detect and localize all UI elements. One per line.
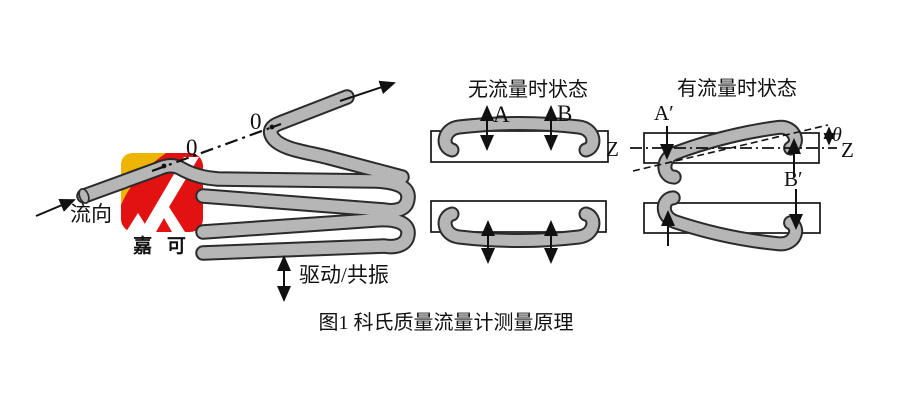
sensor-label-a-prime: A′	[654, 101, 674, 125]
logo-white-peak-large	[143, 199, 185, 232]
pivot-dot-1	[161, 163, 167, 169]
tube-end-view-bottom	[439, 208, 599, 246]
z-label-right: Z	[841, 138, 854, 162]
flow-arrow	[35, 198, 76, 217]
drive-annotation: 驱动/共振	[277, 255, 389, 302]
no-flow-title: 无流量时状态	[468, 78, 588, 101]
theta-label: θ	[832, 124, 842, 146]
axis-dashdot-line	[151, 122, 282, 173]
tube-twisted-top	[659, 121, 801, 183]
with-flow-diagram: 有流量时状态 A′ B′ Z Z θ	[606, 77, 854, 252]
tube-inlet-cap	[78, 188, 90, 204]
plate-mid-bottom	[430, 200, 607, 233]
sensor-label-a: A	[493, 102, 510, 127]
with-flow-title: 有流量时状态	[677, 77, 797, 100]
tube-end-view-top	[439, 118, 599, 156]
mounting-plates	[430, 130, 821, 234]
no-flow-diagram: 无流量时状态 A B	[437, 78, 601, 264]
flow-annotation: 流向	[35, 198, 112, 226]
sensor-label-b: B	[557, 101, 572, 126]
pivot-dot-2	[269, 124, 275, 130]
no-flow-tubes	[437, 116, 601, 248]
logo-text: 嘉 可	[132, 235, 191, 257]
tube-axis-dashed-line	[632, 124, 829, 172]
flow-label: 流向	[70, 202, 112, 226]
logo-white-peak-small	[126, 213, 150, 232]
plate-mid-top	[430, 130, 609, 163]
sensor-label-b-prime: B′	[784, 167, 803, 191]
pivot-label-2: 0	[250, 109, 262, 134]
z-label-left: Z	[606, 137, 619, 161]
oscillation-axis: 0 0	[151, 80, 396, 173]
axis-arrow	[339, 80, 396, 102]
logo-red-notch	[156, 218, 172, 232]
drive-label: 驱动/共振	[299, 263, 389, 287]
figure-caption: 图1 科氏质量流量计测量原理	[319, 311, 574, 334]
pivot-label-1: 0	[186, 135, 198, 160]
logo-yellow-shape	[121, 153, 166, 205]
